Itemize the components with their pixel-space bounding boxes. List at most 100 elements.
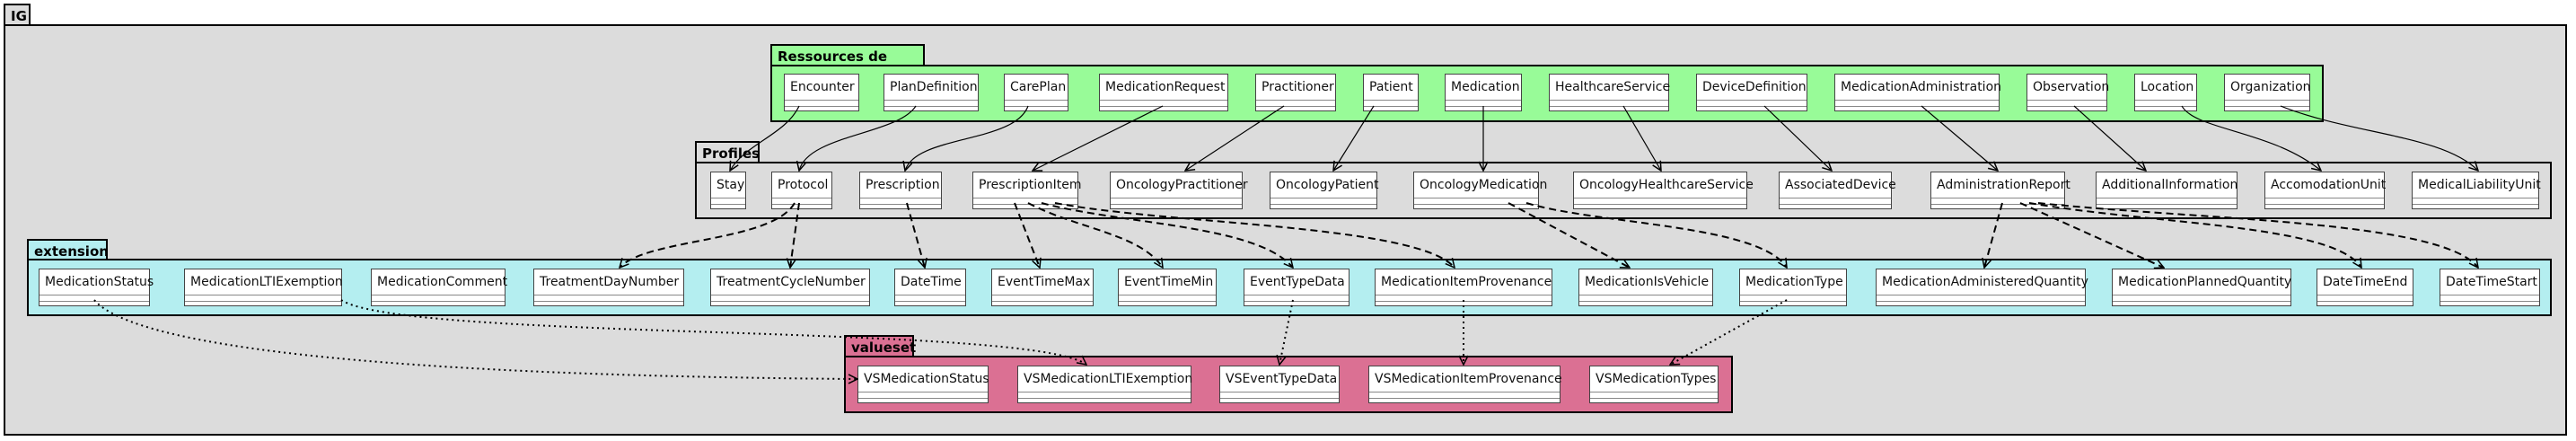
class-practitioner[interactable]: Practitioner xyxy=(1255,74,1336,111)
class-medicationcomment[interactable]: MedicationComment xyxy=(371,269,508,306)
package-valueset-tab2: valueset xyxy=(844,335,916,358)
class-label: HealthcareService xyxy=(1555,80,1671,94)
class-label: MedicationIsVehicle xyxy=(1585,275,1710,289)
class-medicationstatus[interactable]: MedicationStatus xyxy=(39,269,154,306)
edge-devicedefinition-associateddevice xyxy=(1763,105,1832,171)
edge-medicationltiexemption-vsmedicationltiexemption xyxy=(340,299,1086,365)
edge-administrationreport-administeredquantity xyxy=(1984,202,2003,268)
class-medicationadministration[interactable]: MedicationAdministration xyxy=(1834,74,2002,111)
class-label: VSMedicationLTIExemption xyxy=(1024,372,1193,386)
class-medicationplannedquantity[interactable]: MedicationPlannedQuantity xyxy=(2112,269,2291,306)
class-label: Observation xyxy=(2033,80,2110,94)
class-label: AdditionalInformation xyxy=(2102,178,2238,192)
edge-observation-additionalinformation xyxy=(2073,105,2146,171)
class-label: VSEventTypeData xyxy=(1226,372,1338,386)
class-eventtypedata[interactable]: EventTypeData xyxy=(1244,269,1350,306)
edge-prescriptionitem-eventtimemax xyxy=(1014,202,1040,268)
class-treatmentdaynumber[interactable]: TreatmentDayNumber xyxy=(533,269,684,306)
class-label: MedicationAdministration xyxy=(1841,80,2002,94)
class-label: OncologyHealthcareService xyxy=(1579,178,1754,192)
class-oncologypractitioner[interactable]: OncologyPractitioner xyxy=(1110,172,1248,209)
class-observation[interactable]: Observation xyxy=(2027,74,2110,111)
class-label: DateTime xyxy=(901,275,962,289)
class-oncologyhealthcareservice[interactable]: OncologyHealthcareService xyxy=(1573,172,1754,209)
edge-medicationtype-vsmedicationtypes xyxy=(1670,299,1788,366)
class-additionalinformation[interactable]: AdditionalInformation xyxy=(2096,172,2238,209)
class-stay[interactable]: Stay xyxy=(710,172,746,209)
package-valueset xyxy=(844,356,1733,413)
class-label: MedicalLiabilityUnit xyxy=(2418,178,2541,192)
class-treatmentcyclenumber[interactable]: TreatmentCycleNumber xyxy=(710,269,870,306)
edge-medicationrequest-prescriptionitem xyxy=(1033,105,1164,171)
edge-prescriptionitem-eventtimemin xyxy=(1027,202,1163,268)
class-label: AdministrationReport xyxy=(1937,178,2070,192)
class-label: Protocol xyxy=(778,178,829,192)
class-eventtimemax[interactable]: EventTimeMax xyxy=(991,269,1094,306)
class-protocol[interactable]: Protocol xyxy=(771,172,832,209)
class-associateddevice[interactable]: AssociatedDevice xyxy=(1779,172,1896,209)
class-label: MedicationAdministeredQuantity xyxy=(1882,275,2088,289)
class-medicationltiexemption[interactable]: MedicationLTIExemption xyxy=(184,269,343,306)
class-datetimeend[interactable]: DateTimeEnd xyxy=(2317,269,2413,306)
class-prescription[interactable]: Prescription xyxy=(859,172,942,209)
class-encounter[interactable]: Encounter xyxy=(784,74,859,111)
class-medicationtype[interactable]: MedicationType xyxy=(1739,269,1847,306)
class-vseventtypedata[interactable]: VSEventTypeData xyxy=(1219,366,1340,403)
class-healthcareservice[interactable]: HealthcareService xyxy=(1549,74,1671,111)
class-label: TreatmentDayNumber xyxy=(540,275,680,289)
class-label: DateTimeEnd xyxy=(2323,275,2408,289)
class-label: Patient xyxy=(1369,80,1413,94)
edge-organization-medicalliabilityunit xyxy=(2280,105,2478,171)
class-oncologypatient[interactable]: OncologyPatient xyxy=(1270,172,1379,209)
class-medicationrequest[interactable]: MedicationRequest xyxy=(1099,74,1228,111)
edge-patient-oncologypatient xyxy=(1333,105,1375,171)
class-label: Prescription xyxy=(866,178,940,192)
class-datetime[interactable]: DateTime xyxy=(894,269,966,306)
class-label: OncologyPractitioner xyxy=(1116,178,1248,192)
class-organization[interactable]: Organization xyxy=(2224,74,2311,111)
class-vsmedicationitemprovenance[interactable]: VSMedicationItemProvenance xyxy=(1368,366,1562,403)
class-vsmedicationltiexemption[interactable]: VSMedicationLTIExemption xyxy=(1017,366,1193,403)
class-label: CarePlan xyxy=(1010,80,1067,94)
class-medicationisvehicle[interactable]: MedicationIsVehicle xyxy=(1578,269,1713,306)
edge-prescription-datetime xyxy=(906,202,925,268)
class-vsmedicationstatus[interactable]: VSMedicationStatus xyxy=(857,366,989,403)
class-label: PlanDefinition xyxy=(890,80,978,94)
class-eventtimemin[interactable]: EventTimeMin xyxy=(1118,269,1217,306)
class-label: TreatmentCycleNumber xyxy=(717,275,866,289)
class-accomodationunit[interactable]: AccomodationUnit xyxy=(2264,172,2386,209)
class-label: MedicationComment xyxy=(377,275,508,289)
class-plandefinition[interactable]: PlanDefinition xyxy=(884,74,979,111)
class-label: Organization xyxy=(2230,80,2311,94)
class-label: OncologyPatient xyxy=(1276,178,1379,192)
class-label: Medication xyxy=(1451,80,1520,94)
class-devicedefinition[interactable]: DeviceDefinition xyxy=(1696,74,1807,111)
class-label: VSMedicationTypes xyxy=(1596,372,1717,386)
class-location[interactable]: Location xyxy=(2134,74,2197,111)
class-medicalliabilityunit[interactable]: MedicalLiabilityUnit xyxy=(2412,172,2541,209)
edge-practitioner-oncologypractitioner xyxy=(1185,105,1285,171)
package-extension-tab: extension xyxy=(27,239,109,262)
class-label: Encounter xyxy=(790,80,855,94)
edge-medicationstatus-vsmedicationstatus xyxy=(93,299,857,379)
class-label: MedicationItemProvenance xyxy=(1381,275,1552,289)
class-label: EventTimeMax xyxy=(998,275,1091,289)
class-label: OncologyMedication xyxy=(1420,178,1548,192)
class-label: DeviceDefinition xyxy=(1702,80,1807,94)
class-prescriptionitem[interactable]: PrescriptionItem xyxy=(972,172,1082,209)
class-label: MedicationType xyxy=(1745,275,1843,289)
class-medicationadministeredquantity[interactable]: MedicationAdministeredQuantity xyxy=(1876,269,2088,306)
edge-medicationadministration-administrationreport xyxy=(1921,105,1998,171)
class-label: Stay xyxy=(717,178,745,192)
class-patient[interactable]: Patient xyxy=(1363,74,1419,111)
edge-encounter-stay xyxy=(730,105,800,171)
class-vsmedicationtypes[interactable]: VSMedicationTypes xyxy=(1589,366,1719,403)
class-datetimestart[interactable]: DateTimeStart xyxy=(2440,269,2540,306)
class-label: PrescriptionItem xyxy=(979,178,1082,192)
class-oncologymedication[interactable]: OncologyMedication xyxy=(1413,172,1548,209)
edge-plandefinition-protocol xyxy=(799,105,917,171)
edge-protocol-treatmentdaynumber xyxy=(620,202,796,268)
class-label: DateTimeStart xyxy=(2446,275,2537,289)
class-careplan[interactable]: CarePlan xyxy=(1004,74,1068,111)
